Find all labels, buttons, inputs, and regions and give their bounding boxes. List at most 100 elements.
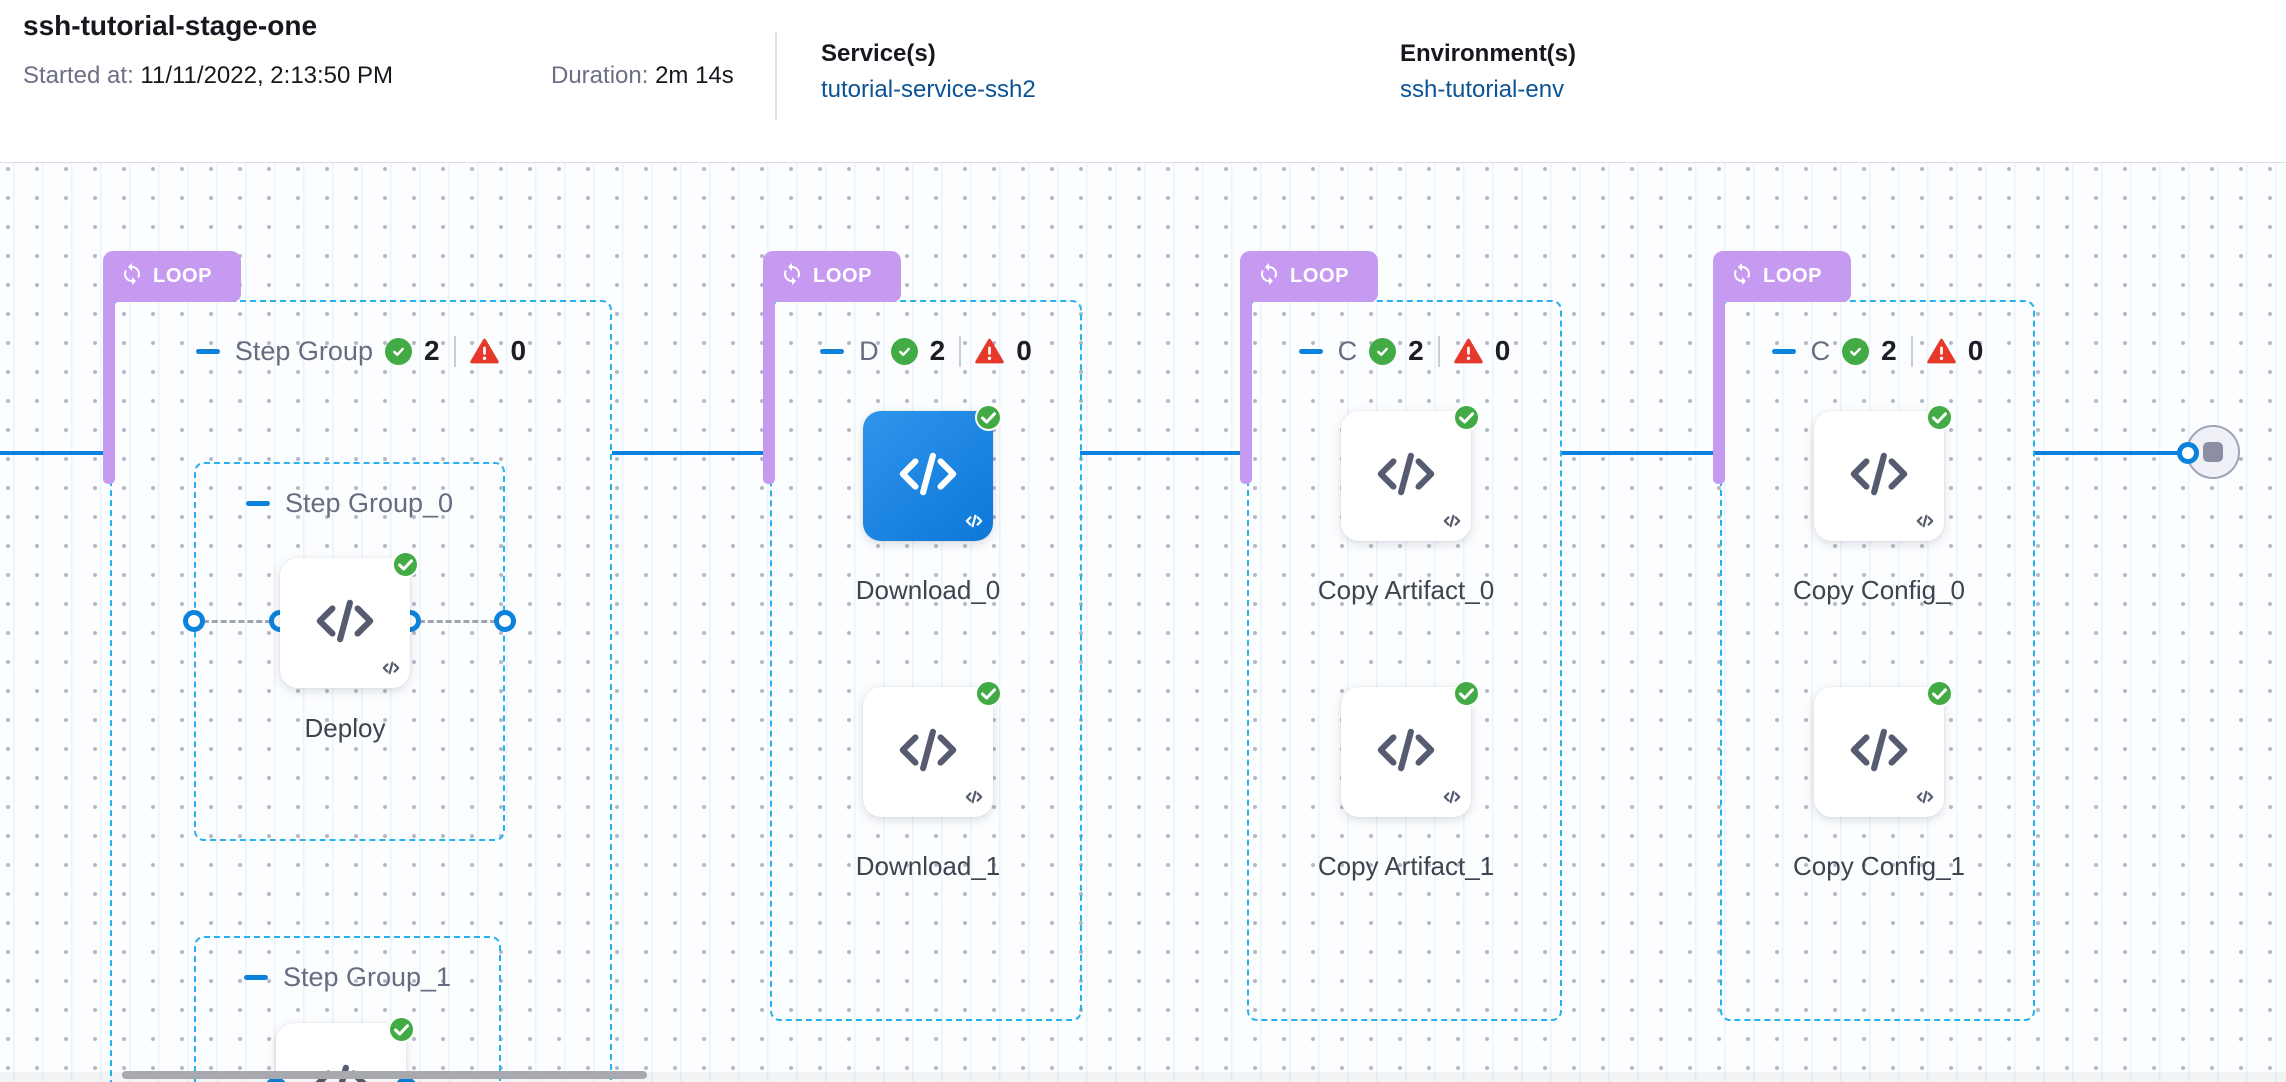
loop-icon	[120, 262, 144, 292]
step-card-copy-config-0[interactable]	[1814, 404, 1953, 541]
count-divider	[959, 335, 962, 367]
loop-badge: LOOP	[103, 251, 241, 302]
group-title: D	[859, 335, 879, 366]
inner-group-header: Step Group_1	[196, 962, 499, 993]
service-link[interactable]: tutorial-service-ssh2	[821, 76, 1036, 103]
loop-badge: LOOP	[1713, 251, 1851, 302]
page-title: ssh-tutorial-stage-one	[23, 10, 318, 41]
success-icon	[890, 337, 918, 365]
step-card-download-0[interactable]	[863, 404, 1002, 541]
step-label: Copy Artifact_0	[1317, 575, 1495, 605]
started-at-label: Started at:	[23, 62, 134, 89]
inner-group-step-group-1[interactable]: Step Group_1	[194, 936, 501, 1082]
pipeline-canvas[interactable]: LOOP Step Group 2 0 Step Group_0	[0, 163, 2286, 1082]
step-card-copy-artifact-1[interactable]	[1341, 680, 1480, 817]
loop-group-download[interactable]: LOOP D 2 0	[763, 251, 1082, 1021]
success-icon	[384, 337, 412, 365]
code-icon	[314, 593, 376, 654]
code-icon	[897, 722, 959, 783]
duration-label: Duration:	[551, 62, 649, 89]
collapse-icon[interactable]	[1771, 348, 1796, 354]
inner-group-step-group-0[interactable]: Step Group_0	[194, 462, 505, 841]
success-count: 2	[1408, 335, 1424, 366]
status-success-icon	[1926, 404, 1953, 436]
code-icon	[1375, 722, 1437, 783]
execution-line	[1080, 451, 1250, 455]
inner-group-header: Step Group_0	[196, 488, 503, 519]
count-divider	[1437, 335, 1440, 367]
step-label: Copy Config_0	[1793, 575, 1965, 605]
inner-group-title: Step Group_0	[284, 488, 454, 518]
failed-icon	[469, 338, 499, 365]
failed-icon	[1926, 338, 1956, 365]
status-success-icon	[1926, 680, 1953, 712]
collapse-icon[interactable]	[195, 348, 220, 354]
count-divider	[453, 335, 456, 367]
step-card-deploy[interactable]	[280, 551, 419, 688]
loop-group-step-group[interactable]: LOOP Step Group 2 0 Step Group_0	[103, 251, 612, 1082]
loop-bar	[763, 300, 775, 484]
code-icon-small	[965, 789, 983, 810]
started-at: Started at: 11/11/2022, 2:13:50 PM	[23, 62, 393, 90]
failed-count: 0	[510, 335, 527, 366]
failed-icon	[1453, 338, 1483, 365]
execution-line	[0, 451, 112, 455]
group-title: C	[1337, 335, 1358, 366]
loop-group-copy-artifact[interactable]: LOOP C 2 0	[1240, 251, 1562, 1021]
code-icon-small	[1443, 789, 1461, 810]
step-label: Copy Artifact_1	[1317, 851, 1495, 881]
code-icon	[1848, 446, 1910, 507]
step-label: Deploy	[304, 713, 386, 743]
success-count: 2	[423, 335, 440, 366]
code-icon-small	[965, 513, 983, 534]
loop-badge: LOOP	[1240, 251, 1378, 302]
collapse-icon[interactable]	[243, 975, 268, 980]
failed-count: 0	[1967, 335, 1984, 366]
started-at-value: 11/11/2022, 2:13:50 PM	[140, 62, 394, 89]
collapse-icon[interactable]	[245, 501, 270, 506]
count-divider	[1910, 335, 1913, 367]
inner-group-title: Step Group_1	[282, 962, 452, 992]
stop-icon	[2203, 442, 2223, 462]
connector-port[interactable]	[183, 610, 205, 632]
group-title: C	[1810, 335, 1831, 366]
status-success-icon	[1453, 680, 1480, 712]
loop-icon	[1730, 262, 1754, 292]
execution-line	[612, 451, 772, 455]
loop-badge-label: LOOP	[1763, 265, 1823, 287]
collapse-icon[interactable]	[820, 348, 845, 354]
code-icon	[1848, 722, 1910, 783]
group-header: C 2 0	[1722, 335, 2033, 367]
collapse-icon[interactable]	[1298, 348, 1323, 354]
duration: Duration: 2m 14s	[551, 62, 734, 90]
status-success-icon	[392, 551, 419, 583]
failed-count: 0	[1494, 335, 1511, 366]
environment-link[interactable]: ssh-tutorial-env	[1400, 76, 1565, 103]
step-card-copy-config-1[interactable]	[1814, 680, 1953, 817]
failed-icon	[975, 338, 1005, 365]
loop-group-copy-config[interactable]: LOOP C 2 0	[1713, 251, 2035, 1021]
loop-bar	[103, 300, 115, 484]
loop-icon	[780, 262, 804, 292]
success-count: 2	[929, 335, 946, 366]
loop-bar	[1713, 300, 1725, 484]
horizontal-scrollbar-thumb[interactable]	[122, 1071, 647, 1079]
loop-badge-label: LOOP	[813, 265, 873, 287]
step-card-copy-artifact-0[interactable]	[1341, 404, 1480, 541]
environments-label: Environment(s)	[1400, 40, 1577, 67]
stage-header: ssh-tutorial-stage-one Started at: 11/11…	[0, 0, 2286, 163]
success-icon	[1842, 337, 1870, 365]
status-success-icon	[975, 680, 1002, 712]
horizontal-scrollbar-track[interactable]	[0, 1072, 2286, 1082]
connector-port[interactable]	[494, 610, 516, 632]
connector-port[interactable]	[2177, 442, 2199, 464]
status-success-icon	[1453, 404, 1480, 436]
loop-bar	[1240, 300, 1252, 484]
loop-badge: LOOP	[763, 251, 901, 302]
code-icon-small	[1916, 513, 1934, 534]
code-icon-small	[382, 660, 400, 681]
duration-value: 2m 14s	[655, 62, 734, 89]
failed-count: 0	[1016, 335, 1032, 366]
step-card-download-1[interactable]	[863, 680, 1002, 817]
